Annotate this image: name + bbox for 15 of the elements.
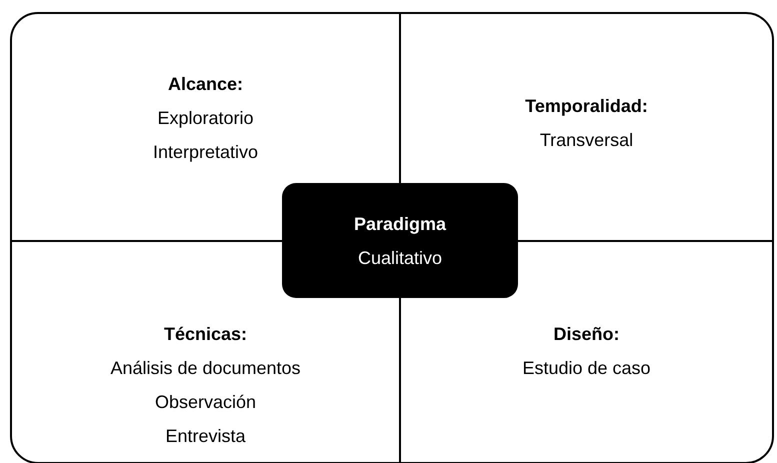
heading: Diseño: <box>553 323 620 346</box>
frame-box <box>10 12 774 463</box>
item-text: Análisis de documentos <box>110 357 301 380</box>
item-text: Interpretativo <box>152 141 258 164</box>
item-text: Estudio de caso <box>522 357 651 380</box>
heading: Paradigma <box>354 212 446 236</box>
heading: Temporalidad: <box>525 95 648 118</box>
item-text: Cualitativo <box>358 246 442 270</box>
item-text: Entrevista <box>165 425 246 448</box>
item-text: Observación <box>154 391 256 414</box>
heading: Alcance: <box>168 73 244 96</box>
heading: Técnicas: <box>164 323 248 346</box>
item-text: Transversal <box>540 129 634 152</box>
item-text: Exploratorio <box>157 107 254 130</box>
center-box <box>282 183 518 298</box>
